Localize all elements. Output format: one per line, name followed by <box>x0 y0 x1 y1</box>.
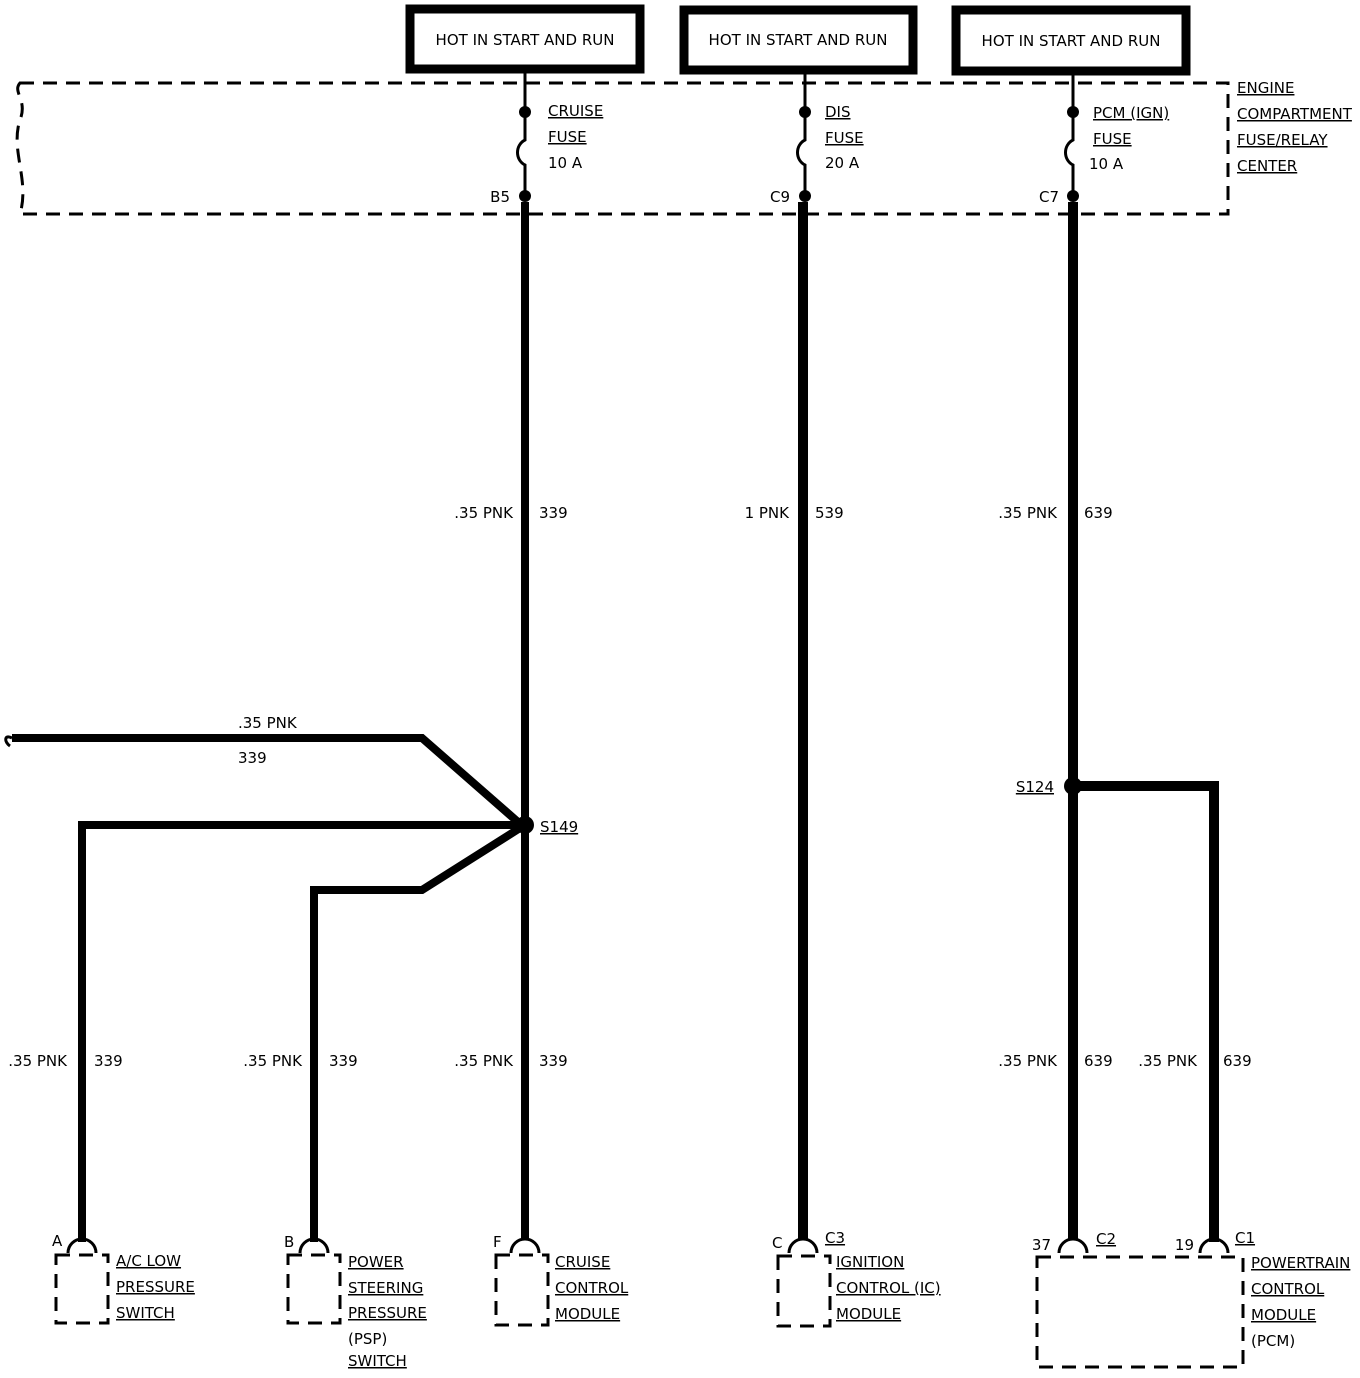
component-label-line: (PSP) <box>348 1330 387 1348</box>
wire-size-color: .35 PNK <box>238 714 298 732</box>
ignition-control-module: C C3 IGNITION CONTROL (IC) MODULE <box>772 1229 941 1328</box>
wire-circuit: 339 <box>539 504 568 522</box>
component-label-line: CRUISE <box>555 1253 610 1271</box>
component-label-line: POWERTRAIN <box>1251 1254 1350 1272</box>
component-label-line: PRESSURE <box>116 1278 195 1296</box>
fuse-terminal: C9 <box>770 188 790 206</box>
connector-label: C2 <box>1096 1230 1116 1248</box>
component-label-line: MODULE <box>1251 1306 1316 1324</box>
fuse-pcm-ign: PCM (IGN) FUSE 10 A C7 <box>1039 71 1169 206</box>
wire-size-color: .35 PNK <box>454 504 514 522</box>
pin-label: C <box>772 1234 782 1252</box>
pin-label: A <box>52 1232 63 1250</box>
component-label-line: PRESSURE <box>348 1304 427 1322</box>
connector-pin-icon <box>787 1237 819 1254</box>
fuse-terminal: B5 <box>490 188 510 206</box>
hot-box-dis: HOT IN START AND RUN <box>679 5 918 75</box>
component-label-line: STEERING <box>348 1279 423 1297</box>
wire-circuit: 639 <box>1223 1052 1252 1070</box>
splice-label: S124 <box>1016 778 1054 796</box>
fuse-terminal: C7 <box>1039 188 1059 206</box>
fuse-block-label-line: FUSE/RELAY <box>1237 131 1328 149</box>
connector-pin-icon <box>509 1237 541 1254</box>
wire-left-branch-339 <box>12 734 521 826</box>
wire-size-color: .35 PNK <box>243 1052 303 1070</box>
component-label-line: MODULE <box>836 1305 901 1323</box>
connector-pin-icon <box>1198 1237 1230 1254</box>
component-label-line: CONTROL (IC) <box>836 1279 941 1297</box>
fuse-relay-center-outline <box>15 81 1230 216</box>
ac-low-pressure-switch: A A/C LOW PRESSURE SWITCH <box>52 1232 195 1325</box>
fuse-name: CRUISE <box>548 102 603 120</box>
fuse-word: FUSE <box>1093 130 1132 148</box>
fuse-cruise: CRUISE FUSE 10 A B5 <box>490 69 603 206</box>
pin-label: B <box>284 1233 294 1251</box>
wire-circuit: 639 <box>1084 1052 1113 1070</box>
fuse-word: FUSE <box>548 128 587 146</box>
pin-label: 19 <box>1175 1236 1194 1254</box>
hot-box-cruise: HOT IN START AND RUN <box>405 4 645 74</box>
wire-circuit: 339 <box>329 1052 358 1070</box>
component-label-line: SWITCH <box>348 1352 407 1370</box>
wire-size-color: .35 PNK <box>998 504 1058 522</box>
component-label-line: (PCM) <box>1251 1332 1295 1350</box>
hot-box-label: HOT IN START AND RUN <box>982 32 1161 50</box>
wire-circuit: 339 <box>238 749 267 767</box>
wire-ac-drop-339 <box>78 821 525 1242</box>
fuse-rating: 10 A <box>548 154 583 172</box>
wire-size-color: .35 PNK <box>1138 1052 1198 1070</box>
wire-circuit: 539 <box>815 504 844 522</box>
wire-circuit: 339 <box>94 1052 123 1070</box>
wire-size-color: .35 PNK <box>8 1052 68 1070</box>
fuse-block-label-line: ENGINE <box>1237 79 1294 97</box>
wire-size-color: .35 PNK <box>454 1052 514 1070</box>
component-label-line: IGNITION <box>836 1253 904 1271</box>
psp-switch: B POWER STEERING PRESSURE (PSP) SWITCH <box>284 1233 427 1370</box>
splice-s124 <box>1064 777 1082 795</box>
fuse-word: FUSE <box>825 129 864 147</box>
pin-label: F <box>493 1233 502 1251</box>
hot-box-label: HOT IN START AND RUN <box>709 31 888 49</box>
cruise-control-module: F CRUISE CONTROL MODULE <box>493 1233 629 1327</box>
component-label-line: MODULE <box>555 1305 620 1323</box>
fuse-name: PCM (IGN) <box>1093 104 1169 122</box>
powertrain-control-module: 37 C2 19 C1 POWERTRAIN CONTROL MODULE (P… <box>1032 1229 1350 1369</box>
pin-label: 37 <box>1032 1236 1051 1254</box>
hot-box-pcm: HOT IN START AND RUN <box>951 5 1191 76</box>
wire-psp-drop-339 <box>310 824 523 1242</box>
component-label-line: CONTROL <box>555 1279 629 1297</box>
hot-box-label: HOT IN START AND RUN <box>436 31 615 49</box>
component-label-line: POWER <box>348 1253 404 1271</box>
fuse-rating: 10 A <box>1089 155 1124 173</box>
wire-size-color: 1 PNK <box>745 504 791 522</box>
wire-circuit: 339 <box>539 1052 568 1070</box>
connector-label: C3 <box>825 1229 845 1247</box>
fuse-block-label-line: CENTER <box>1237 157 1297 175</box>
component-label-line: SWITCH <box>116 1304 175 1322</box>
splice-label: S149 <box>540 818 578 836</box>
connector-label: C1 <box>1235 1229 1255 1247</box>
wire-size-color: .35 PNK <box>998 1052 1058 1070</box>
connector-pin-icon <box>66 1237 98 1254</box>
fuse-name: DIS <box>825 103 851 121</box>
fuse-relay-center-label: ENGINE COMPARTMENT FUSE/RELAY CENTER <box>1237 79 1353 175</box>
wire-pcm-drop-19-639 <box>1073 781 1219 1242</box>
component-label-line: A/C LOW <box>116 1252 181 1270</box>
connector-pin-icon <box>1057 1237 1089 1254</box>
wire-break-mark <box>4 735 13 748</box>
connector-pin-icon <box>298 1237 330 1254</box>
fuse-rating: 20 A <box>825 154 860 172</box>
component-label-line: CONTROL <box>1251 1280 1325 1298</box>
wire-circuit: 639 <box>1084 504 1113 522</box>
fuse-block-label-line: COMPARTMENT <box>1237 105 1353 123</box>
fuse-dis: DIS FUSE 20 A C9 <box>770 70 864 206</box>
splice-s149 <box>516 816 534 834</box>
